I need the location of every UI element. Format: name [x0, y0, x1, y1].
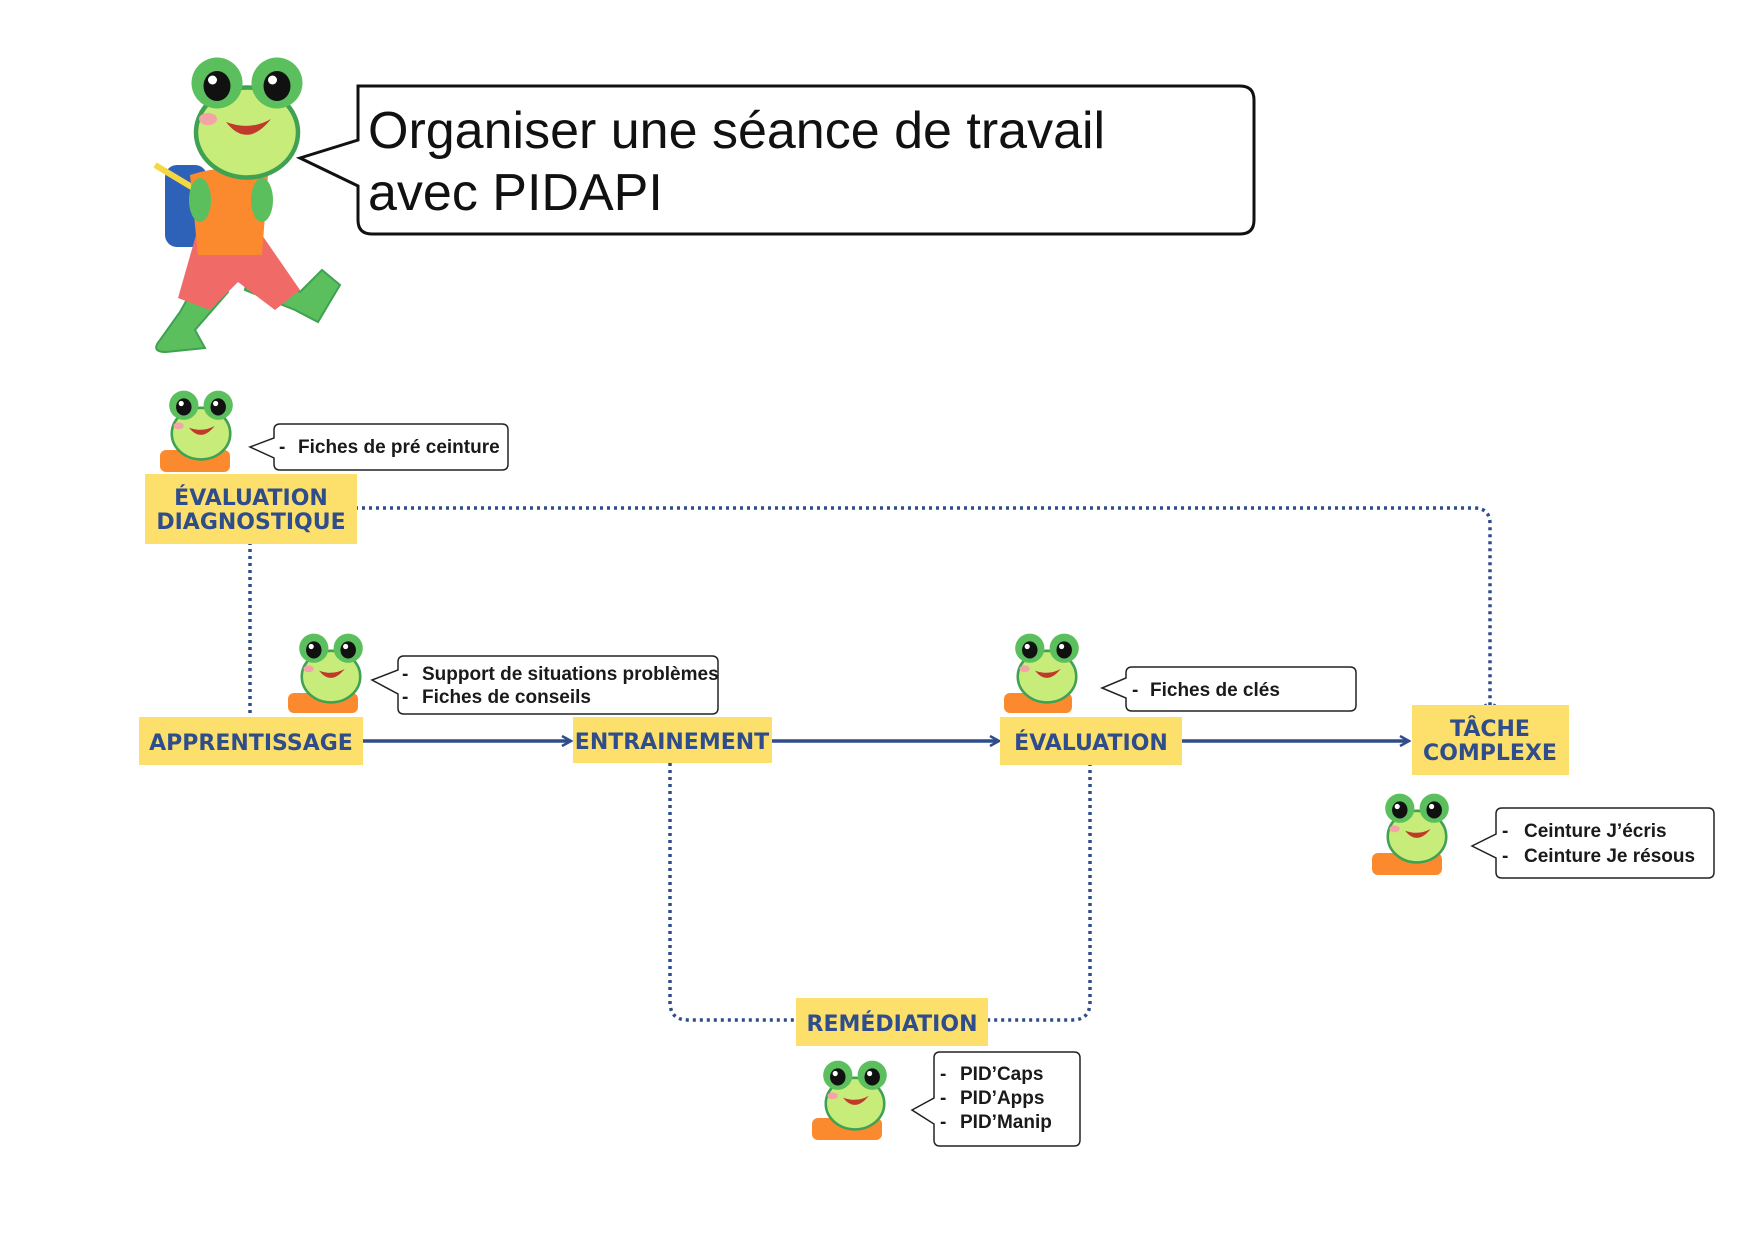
- bullet: -: [402, 687, 408, 708]
- frog-icon-diagnostique: [160, 389, 235, 472]
- title-line-2: avec PIDAPI: [368, 164, 663, 222]
- bullet: -: [1502, 846, 1508, 867]
- title-bubble: Organiser une séance de travail avec PID…: [295, 84, 1256, 236]
- node-label: ENTRAINEMENT: [575, 730, 769, 755]
- node-evaluation-diagnostique: ÉVALUATION DIAGNOSTIQUE: [145, 474, 357, 544]
- bubble-remediation: - PID’Caps - PID’Apps - PID’Manip: [910, 1051, 1081, 1147]
- bubble-diagnostique: - Fiches de pré ceinture: [248, 423, 509, 471]
- bubble-item: Ceinture J’écris: [1524, 821, 1667, 842]
- bullet: -: [940, 1112, 946, 1133]
- bullet: -: [279, 437, 285, 458]
- bubble-item: Fiches de clés: [1150, 680, 1280, 701]
- node-tache-complexe: TÂCHE COMPLEXE: [1412, 705, 1569, 775]
- node-label: APPRENTISSAGE: [149, 731, 353, 756]
- bullet: -: [940, 1064, 946, 1085]
- bubble-item: PID’Caps: [960, 1064, 1043, 1085]
- node-entrainement: ENTRAINEMENT: [573, 717, 772, 763]
- frog-icon-remediation: [812, 1059, 889, 1140]
- node-remediation: REMÉDIATION: [796, 998, 988, 1046]
- bubble-item: Fiches de conseils: [422, 687, 591, 708]
- bubble-item: Fiches de pré ceinture: [298, 437, 500, 458]
- node-evaluation: ÉVALUATION: [1000, 717, 1182, 765]
- frog-icon-evaluation: [1004, 632, 1081, 713]
- bubble-item: Ceinture Je résous: [1524, 846, 1695, 867]
- node-apprentissage: APPRENTISSAGE: [139, 717, 363, 765]
- node-label: DIAGNOSTIQUE: [156, 510, 345, 535]
- node-label: REMÉDIATION: [807, 1011, 978, 1037]
- bubble-tache-complexe: - Ceinture J’écris - Ceinture Je résous: [1470, 807, 1715, 879]
- connector-evaluation-to-remediation: [988, 763, 1092, 1022]
- bubble-entrainement: - Support de situations problèmes - Fich…: [370, 655, 719, 715]
- node-label: ÉVALUATION: [174, 485, 328, 511]
- bullet: -: [402, 664, 408, 685]
- bullet: -: [1502, 821, 1508, 842]
- node-label: ÉVALUATION: [1014, 730, 1168, 756]
- bubble-evaluation: - Fiches de clés: [1100, 666, 1357, 712]
- title-line-1: Organiser une séance de travail: [368, 102, 1105, 160]
- node-label: COMPLEXE: [1423, 741, 1557, 766]
- bubble-item: PID’Apps: [960, 1088, 1044, 1109]
- connector-entrainement-to-remediation: [668, 763, 796, 1022]
- frog-icon-tache-complexe: [1372, 792, 1451, 875]
- bullet: -: [940, 1088, 946, 1109]
- frog-icon-entrainement: [288, 632, 365, 713]
- frog-mascot-large-icon: [153, 58, 342, 354]
- connectors: [248, 506, 1490, 1022]
- title-bubble-outline: [295, 84, 1256, 236]
- bubble-item: PID’Manip: [960, 1112, 1052, 1133]
- node-label: TÂCHE: [1450, 716, 1530, 742]
- bubble-item: Support de situations problèmes: [422, 664, 719, 685]
- bullet: -: [1132, 680, 1138, 701]
